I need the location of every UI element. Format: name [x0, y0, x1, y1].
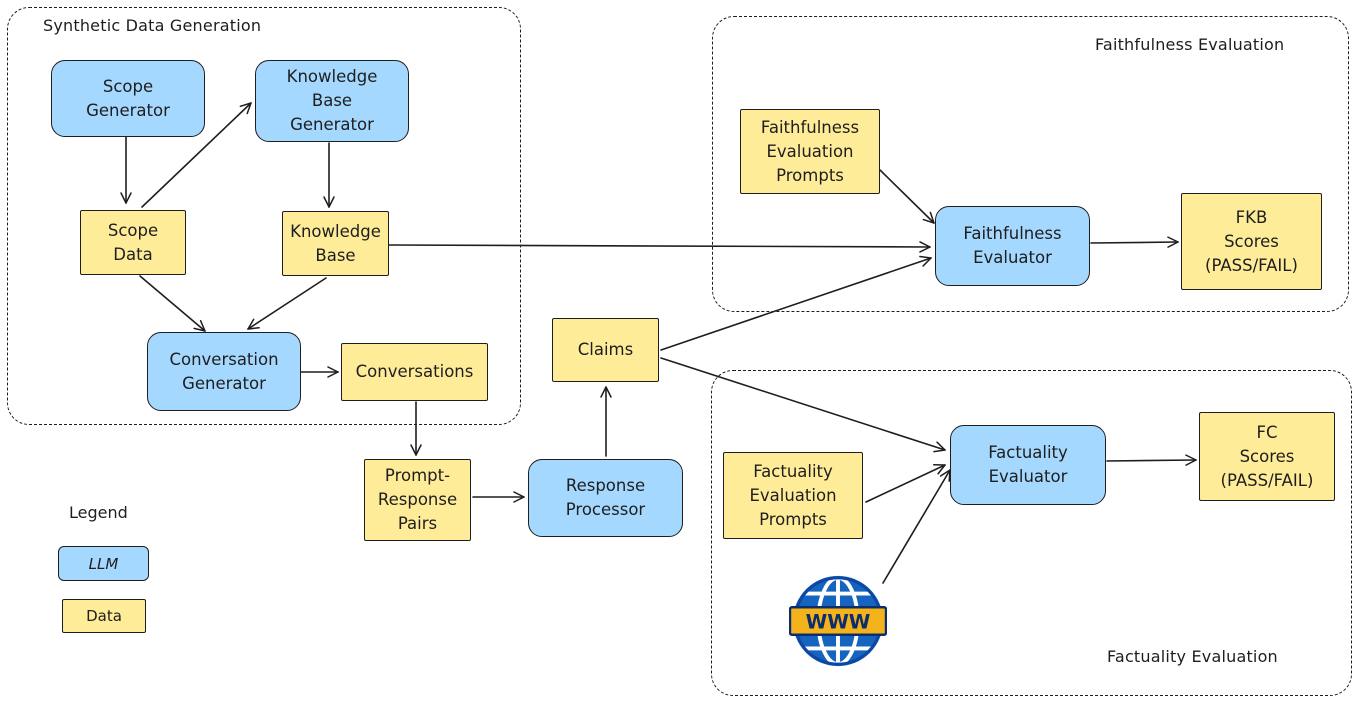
faithfulness-group-label: Faithfulness Evaluation — [1095, 35, 1285, 54]
claims-node[interactable]: Claims — [552, 318, 659, 382]
faithfulness-evaluator-node[interactable]: Faithfulness Evaluator — [935, 206, 1090, 286]
fc-scores-node[interactable]: FC Scores (PASS/FAIL) — [1199, 412, 1335, 501]
legend-llm-swatch: LLM — [58, 546, 149, 581]
globe-www-icon: WWW — [789, 575, 887, 667]
arrow-claims-to-faithfulness-evaluator — [660, 255, 932, 351]
faithfulness-evaluation-group — [712, 16, 1349, 312]
arrow-fact-prompts-to-factuality-evaluator — [865, 463, 946, 503]
faithfulness-evaluation-prompts-node[interactable]: Faithfulness Evaluation Prompts — [740, 109, 880, 194]
factuality-group-label: Factuality Evaluation — [1107, 647, 1278, 666]
arrow-faithfulness-evaluator-to-fkb-scores — [1090, 236, 1179, 248]
legend-title: Legend — [69, 503, 128, 522]
factuality-evaluator-node[interactable]: Factuality Evaluator — [950, 425, 1106, 505]
scope-generator-node[interactable]: Scope Generator — [51, 60, 205, 137]
response-processor-node[interactable]: Response Processor — [528, 459, 683, 537]
knowledge-base-node[interactable]: Knowledge Base — [282, 211, 389, 276]
synthetic-group-label: Synthetic Data Generation — [43, 16, 262, 35]
conversation-generator-node[interactable]: Conversation Generator — [147, 332, 301, 411]
factuality-evaluation-group — [711, 370, 1352, 696]
arrow-scope-data-to-kb-generator — [141, 102, 252, 208]
arrow-claims-to-factuality-evaluator — [660, 357, 946, 453]
scope-data-node[interactable]: Scope Data — [80, 210, 186, 275]
prompt-response-pairs-node[interactable]: Prompt- Response Pairs — [364, 459, 471, 541]
arrow-faith-prompts-to-faithfulness-evaluator — [879, 169, 935, 224]
legend-data-swatch: Data — [62, 599, 146, 633]
knowledge-base-generator-node[interactable]: Knowledge Base Generator — [255, 60, 409, 142]
arrow-globe-to-factuality-evaluator — [882, 469, 951, 584]
arrow-factuality-evaluator-to-fc-scores — [1106, 454, 1197, 466]
arrow-knowledge-base-to-conversation-generator — [247, 277, 327, 330]
www-label: WWW — [806, 610, 871, 633]
synthetic-data-generation-group — [7, 7, 521, 425]
arrow-scope-data-to-conversation-generator — [139, 275, 206, 332]
fkb-scores-node[interactable]: FKB Scores (PASS/FAIL) — [1181, 193, 1322, 290]
arrow-knowledge-base-to-faithfulness-evaluator — [388, 241, 931, 253]
factuality-evaluation-prompts-node[interactable]: Factuality Evaluation Prompts — [723, 452, 863, 539]
conversations-node[interactable]: Conversations — [341, 343, 488, 401]
